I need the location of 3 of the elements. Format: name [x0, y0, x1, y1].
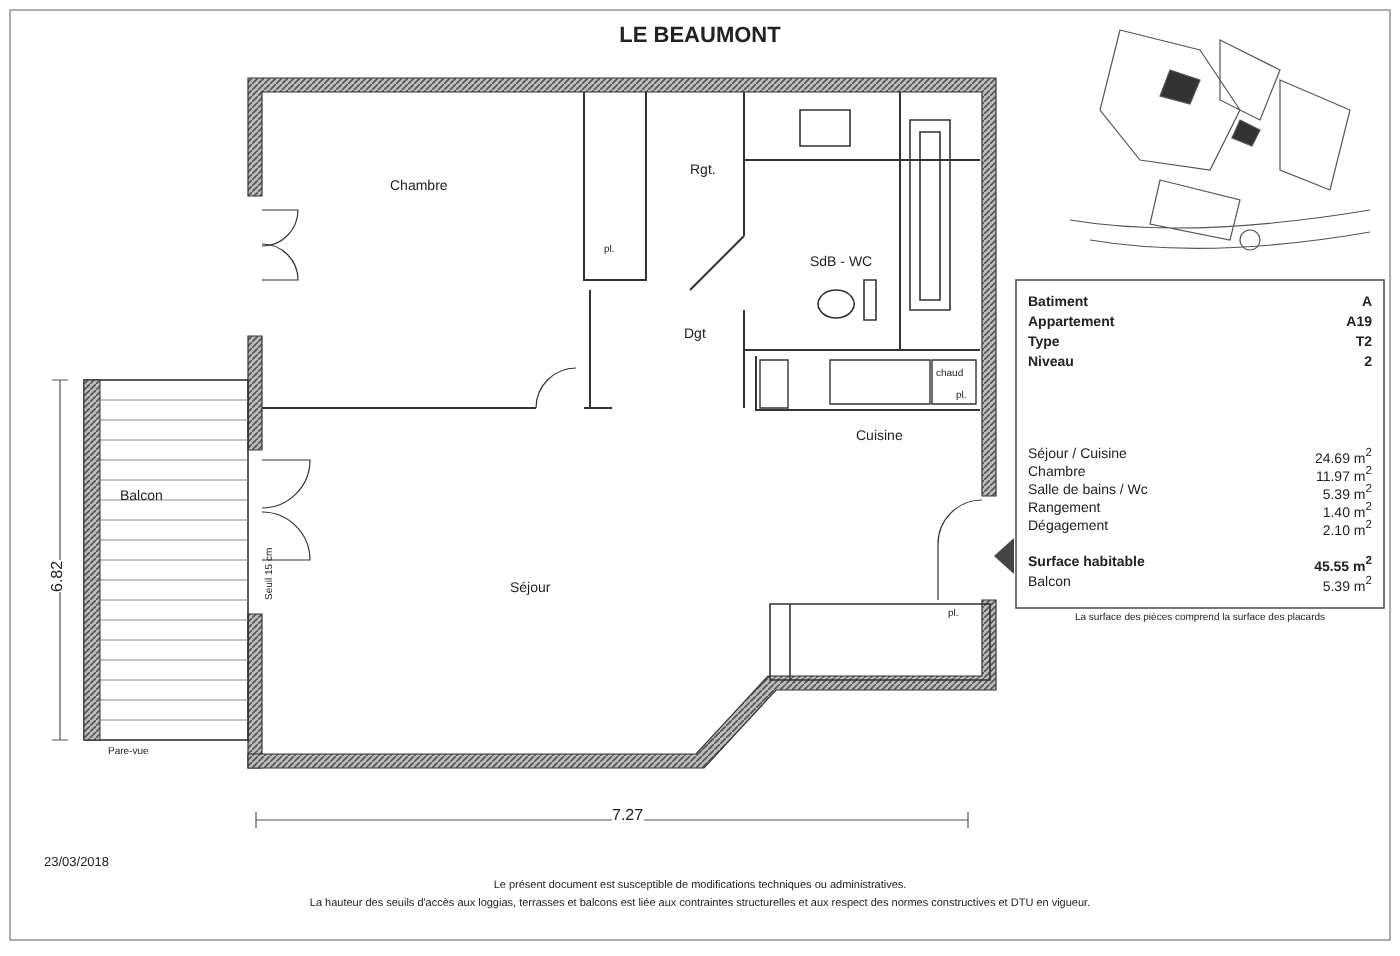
plan-title: LE BEAUMONT [619, 24, 781, 49]
dimension-label: 6.82 [50, 560, 68, 592]
dimension-label: 7.27 [612, 808, 644, 826]
